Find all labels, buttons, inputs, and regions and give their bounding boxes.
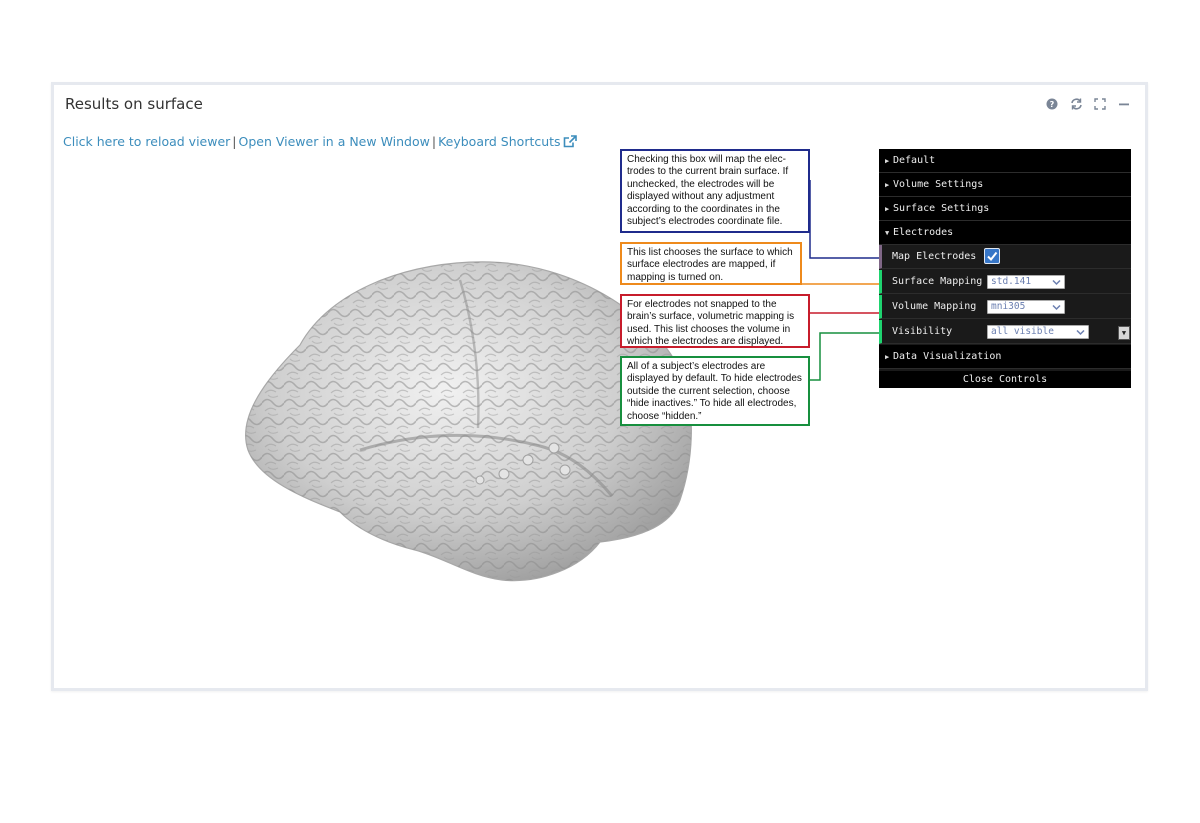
folder-volume-settings[interactable]: ▶Volume Settings xyxy=(879,173,1131,197)
refresh-icon[interactable] xyxy=(1070,98,1083,110)
chevron-down-icon xyxy=(1076,329,1085,336)
caret-right-icon: ▶ xyxy=(885,157,890,165)
surface-mapping-value: std.141 xyxy=(991,276,1032,287)
surface-mapping-select[interactable]: std.141 xyxy=(987,275,1065,289)
surface-mapping-label: Surface Mapping xyxy=(892,276,983,287)
caret-down-icon: ▼ xyxy=(885,229,890,237)
keyboard-shortcuts-link[interactable]: Keyboard Shortcuts xyxy=(438,134,561,149)
electrode-marker xyxy=(522,454,534,466)
visibility-value: all visible xyxy=(991,326,1054,337)
visibility-label: Visibility xyxy=(892,326,953,337)
folder-label: Volume Settings xyxy=(893,179,984,190)
question-icon[interactable]: ? xyxy=(1046,98,1059,110)
callout-visibility: All of a subject’s electrodes are displa… xyxy=(620,356,810,426)
callout-volume-mapping: For electrodes not snapped to the brain’… xyxy=(620,294,810,348)
scroll-down-button[interactable]: ▼ xyxy=(1118,326,1130,340)
brain-surface-render[interactable] xyxy=(240,250,700,590)
callout-surface-mapping: This list chooses the surface to which s… xyxy=(620,242,802,285)
svg-text:?: ? xyxy=(1050,100,1055,109)
chevron-down-icon xyxy=(1052,304,1061,311)
viewer-controls: ▶Default ▶Volume Settings ▶Surface Setti… xyxy=(879,149,1131,388)
folder-surface-settings[interactable]: ▶Surface Settings xyxy=(879,197,1131,221)
folder-label: Data Visualization xyxy=(893,351,1002,362)
row-map-electrodes: Map Electrodes xyxy=(879,245,1131,269)
minimize-icon[interactable] xyxy=(1118,98,1131,110)
folder-label: Electrodes xyxy=(893,227,954,238)
row-surface-mapping: Surface Mapping std.141 xyxy=(879,270,1131,294)
link-separator: | xyxy=(232,134,237,149)
folder-label: Default xyxy=(893,155,936,166)
volume-mapping-select[interactable]: mni305 xyxy=(987,300,1065,314)
volume-mapping-label: Volume Mapping xyxy=(892,301,977,312)
viewer-links: Click here to reload viewer|Open Viewer … xyxy=(63,134,577,151)
folder-label: Surface Settings xyxy=(893,203,990,214)
caret-right-icon: ▶ xyxy=(885,353,890,361)
close-controls-button[interactable]: Close Controls xyxy=(879,371,1131,388)
expand-icon[interactable] xyxy=(1094,98,1107,110)
panel-tools: ? xyxy=(1046,98,1131,110)
open-new-window-link[interactable]: Open Viewer in a New Window xyxy=(238,134,430,149)
check-icon xyxy=(987,251,998,262)
link-separator: | xyxy=(431,134,437,149)
map-electrodes-label: Map Electrodes xyxy=(892,251,977,262)
visibility-select[interactable]: all visible xyxy=(987,325,1089,339)
caret-right-icon: ▶ xyxy=(885,205,890,213)
callout-map-electrodes: Checking this box will map the elec-trod… xyxy=(620,149,810,233)
folder-electrodes[interactable]: ▼Electrodes xyxy=(879,221,1131,245)
row-visibility: Visibility all visible ▼ xyxy=(879,320,1131,344)
volume-mapping-value: mni305 xyxy=(991,301,1026,312)
electrode-marker xyxy=(498,468,510,480)
row-volume-mapping: Volume Mapping mni305 xyxy=(879,295,1131,319)
folder-data-visualization[interactable]: ▶Data Visualization xyxy=(879,345,1131,369)
chevron-down-icon xyxy=(1052,279,1061,286)
electrode-marker xyxy=(548,442,560,454)
electrode-marker xyxy=(559,464,571,476)
electrode-marker xyxy=(475,475,485,485)
folder-default[interactable]: ▶Default xyxy=(879,149,1131,173)
reload-viewer-link[interactable]: Click here to reload viewer xyxy=(63,134,231,149)
caret-right-icon: ▶ xyxy=(885,181,890,189)
panel-title: Results on surface xyxy=(65,95,203,113)
external-link-icon[interactable] xyxy=(563,135,577,151)
map-electrodes-checkbox[interactable] xyxy=(984,248,1000,264)
